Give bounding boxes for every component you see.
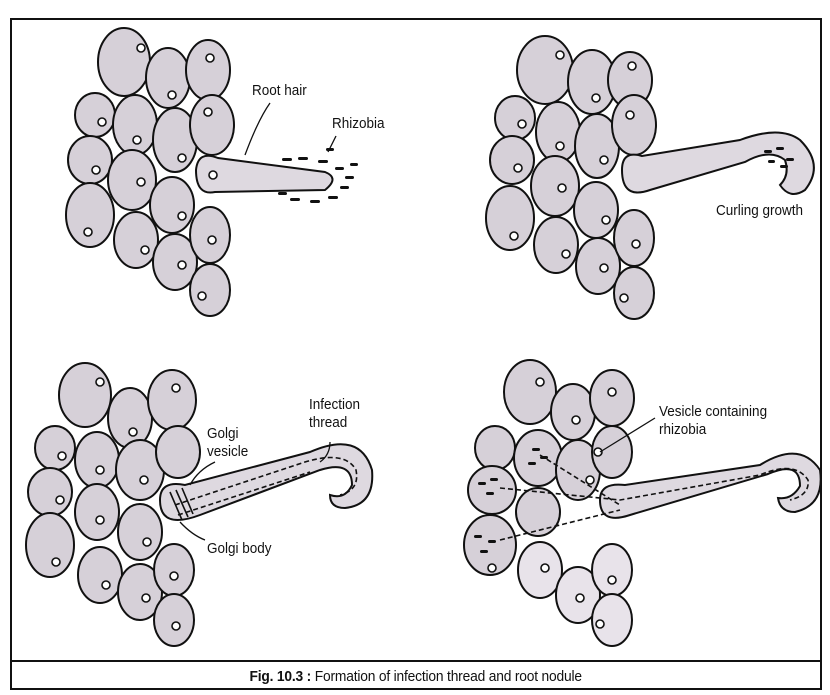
cell: [68, 136, 112, 184]
cell: [612, 95, 656, 155]
cell: [75, 93, 115, 137]
cell: [108, 150, 156, 210]
label-golgi: Golgi: [207, 425, 239, 443]
cell: [113, 95, 157, 155]
cell: [186, 40, 230, 100]
cell: [148, 370, 196, 430]
cell: [75, 432, 119, 488]
cell: [190, 95, 234, 155]
cell: [28, 468, 72, 516]
label-vesicle: vesicle: [207, 443, 248, 461]
panel-curling-cells: [486, 36, 814, 319]
panel-root-hair-cells: [66, 28, 358, 316]
label-vesicle-containing: Vesicle containing: [659, 403, 767, 421]
cell: [146, 48, 190, 108]
label-rhizobia-text: Rhizobia: [332, 115, 385, 133]
cell: [514, 430, 562, 486]
cell: [59, 363, 111, 427]
label-root-hair: Root hair: [252, 82, 307, 100]
cell: [190, 207, 230, 263]
cell: [150, 177, 194, 233]
cell: [534, 217, 578, 273]
vesicle-hair-shape: [600, 454, 821, 518]
caption-text: Formation of infection thread and root n…: [315, 668, 582, 685]
cell: [475, 426, 515, 470]
cell: [78, 547, 122, 603]
cell: [504, 360, 556, 424]
figure-caption: Fig. 10.3 : Formation of infection threa…: [250, 668, 582, 685]
leader-root-hair: [245, 103, 270, 155]
cell: [495, 96, 535, 140]
cell: [26, 513, 74, 577]
cell: [35, 426, 75, 470]
cell: [614, 210, 654, 266]
leader-golgi-body: [180, 522, 205, 540]
cell: [118, 504, 162, 560]
cell: [156, 426, 200, 478]
cell: [517, 36, 573, 104]
label-golgi-body: Golgi body: [207, 540, 272, 558]
caption-box: Fig. 10.3 : Formation of infection threa…: [10, 660, 822, 690]
cell: [75, 484, 119, 540]
cell: [190, 264, 230, 316]
panel-vesicle-cells: [464, 360, 821, 646]
cell: [551, 384, 595, 440]
cell: [531, 156, 579, 216]
cell: [486, 186, 534, 250]
cell: [574, 182, 618, 238]
caption-number: Fig. 10.3 :: [250, 668, 312, 685]
cell: [114, 212, 158, 268]
cell: [592, 544, 632, 596]
label-rhizobia-2: rhizobia: [659, 421, 706, 439]
cell: [590, 370, 634, 426]
cell: [516, 488, 560, 536]
cell: [576, 238, 620, 294]
cell: [536, 102, 580, 162]
label-curling-growth: Curling growth: [716, 202, 803, 220]
label-infection: Infection: [309, 396, 360, 414]
cell: [66, 183, 114, 247]
cell: [154, 594, 194, 646]
cell: [614, 267, 654, 319]
cell: [490, 136, 534, 184]
cell: [108, 388, 152, 448]
cell: [154, 544, 194, 596]
label-thread: thread: [309, 414, 347, 432]
cell: [468, 466, 516, 514]
cell: [98, 28, 150, 96]
